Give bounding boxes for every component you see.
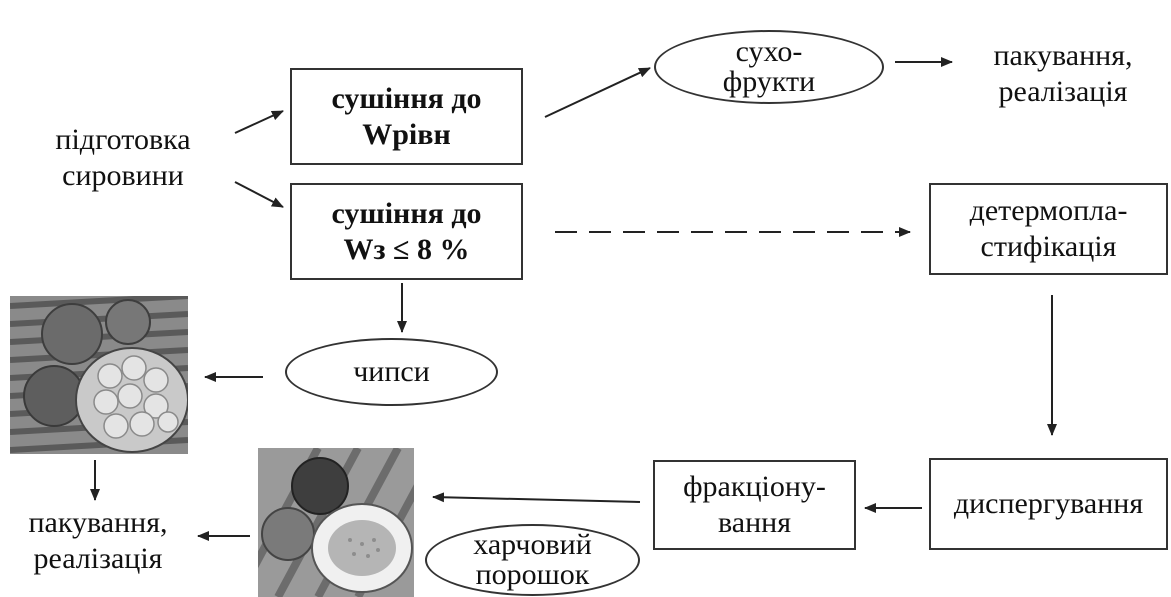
- dry-equil-line-2: Wрівн: [362, 117, 451, 151]
- raw-material-preparation: підготовка сировини: [18, 122, 228, 194]
- dry-8-line-2: Wз ≤ 8 %: [343, 232, 470, 266]
- determoplastification-box: детермопла- стифікація: [929, 183, 1168, 275]
- arrow-dry-equil-to-dried-fruits: [544, 67, 651, 118]
- fractionation-box: фракціону- вання: [653, 460, 856, 550]
- drying-to-equilibrium-box: сушіння до Wрівн: [290, 68, 523, 165]
- pack-bottom-line-2: реалізація: [33, 542, 163, 575]
- dry-equil-line-1: сушіння до: [331, 81, 482, 115]
- food-powder-ellipse: харчовий порошок: [425, 524, 640, 596]
- prep-line-1: підготовка: [55, 123, 191, 156]
- drying-to-8-percent-box: сушіння до Wз ≤ 8 %: [290, 183, 523, 280]
- prep-line-2: сировини: [62, 159, 184, 192]
- pack-top-line-2: реалізація: [998, 75, 1128, 108]
- dried-fruits-line-1: сухо-: [735, 35, 803, 68]
- pack-top-line-1: пакування,: [993, 39, 1133, 72]
- arrow-prep-to-dry-equil: [234, 110, 284, 134]
- determo-line-2: стифікація: [980, 230, 1117, 263]
- fraction-line-2: вання: [718, 506, 791, 539]
- photo-apples-and-powder-bowl: [258, 448, 414, 597]
- dispers-label: диспергування: [953, 487, 1144, 520]
- powder-line-2: порошок: [475, 558, 590, 591]
- fraction-line-1: фракціону-: [683, 470, 826, 503]
- dispersion-box: диспергування: [929, 458, 1168, 550]
- pack-bottom-line-1: пакування,: [28, 506, 168, 539]
- chips-ellipse: чипси: [285, 338, 498, 406]
- packaging-sales-bottom: пакування, реалізація: [8, 505, 188, 577]
- dried-fruits-ellipse: сухо- фрукти: [654, 30, 884, 104]
- apples-chips-image: [10, 296, 188, 454]
- dried-fruits-line-2: фрукти: [722, 65, 816, 98]
- dry-8-line-1: сушіння до: [331, 196, 482, 230]
- chips-label: чипси: [353, 355, 430, 388]
- arrow-prep-to-dry-8: [234, 181, 284, 208]
- arrow-fraction-to-photo: [432, 492, 641, 503]
- powder-line-1: харчовий: [473, 528, 592, 561]
- apples-powder-image: [258, 448, 414, 597]
- packaging-sales-top: пакування, реалізація: [958, 38, 1168, 110]
- photo-apples-and-apple-chips: [10, 296, 188, 454]
- determo-line-1: детермопла-: [969, 194, 1128, 227]
